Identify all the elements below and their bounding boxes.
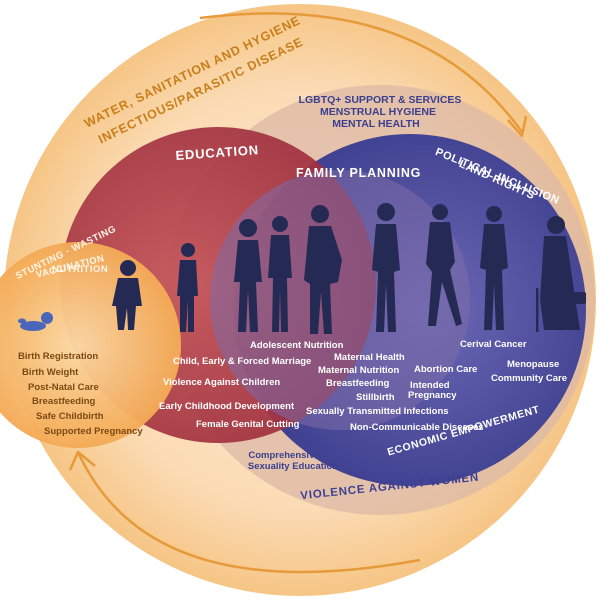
silhouettes (112, 203, 586, 334)
baby-icon (18, 312, 53, 331)
early-item: Breastfeeding (32, 396, 96, 407)
clockwise-arrow-icon (199, 12, 528, 138)
later-item: Community Care (491, 373, 568, 384)
top-label-lgbtq: LGBTQ+ SUPPORT & SERVICES (298, 94, 462, 106)
young-woman-silhouette (268, 216, 292, 332)
fp-item: Abortion Care (414, 364, 478, 375)
comprehensive-line2: Sexuality Education (247, 461, 339, 472)
later-item: Menopause (507, 359, 560, 370)
woman-silhouette (372, 203, 400, 332)
early-item: Post-Natal Care (28, 382, 99, 393)
education-item: Violence Against Children (163, 377, 281, 388)
elderly-woman-silhouette (536, 216, 586, 332)
education-item: Child, Early & Forced Marriage (173, 356, 312, 367)
education-item: Female Genital Cutting (196, 419, 300, 430)
fp-item: Adolescent Nutrition (250, 340, 344, 351)
child-silhouette (177, 243, 198, 332)
pregnant-woman-silhouette (304, 205, 342, 334)
comprehensive-line1: Comprehensive (248, 450, 320, 461)
teen-silhouette (234, 219, 262, 332)
tall-woman-silhouette (480, 206, 508, 330)
fp-item: Intended (410, 380, 450, 391)
early-item: Supported Pregnancy (44, 426, 143, 437)
fp-item: Sexually Transmitted Infections (306, 406, 449, 417)
fp-item: Maternal Health (334, 352, 405, 363)
top-label-menstrual: MENSTRUAL HYGIENE (320, 106, 436, 118)
toddler-silhouette (112, 260, 142, 330)
later-item: Cerival Cancer (460, 339, 527, 350)
fp-item: Stillbirth (356, 392, 395, 403)
early-item: Birth Weight (22, 367, 79, 378)
education-item: Early Childhood Development (159, 401, 295, 412)
walking-woman-silhouette (426, 204, 462, 326)
early-head-nutrition: NUTRITION (52, 264, 109, 275)
early-item: Safe Childbirth (36, 411, 104, 422)
family-planning-title: FAMILY PLANNING (296, 166, 422, 180)
fp-item: Maternal Nutrition (318, 365, 400, 376)
fp-item: Pregnancy (408, 390, 457, 401)
fp-item: Breastfeeding (326, 378, 390, 389)
early-item: Birth Registration (18, 351, 99, 362)
top-label-mental: MENTAL HEALTH (332, 118, 420, 130)
fp-item: Non-Communicable Diseases (350, 422, 484, 433)
counterclockwise-arrow-icon (68, 450, 421, 574)
